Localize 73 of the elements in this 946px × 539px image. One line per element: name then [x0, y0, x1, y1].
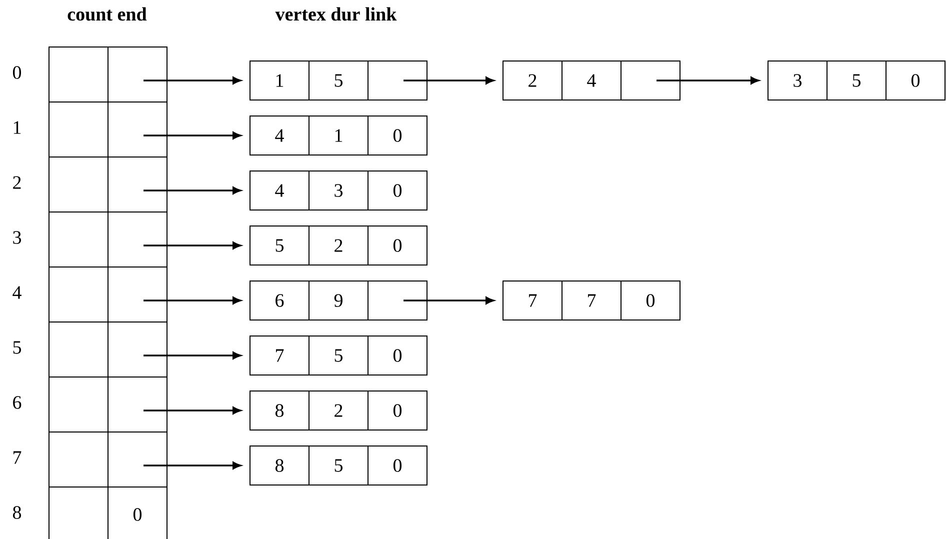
arrow: [144, 296, 241, 304]
row-index: 0: [12, 66, 22, 79]
record-cell: 7: [562, 280, 622, 320]
record-cell: 5: [308, 336, 368, 376]
record-cell: 5: [308, 446, 368, 486]
record-cell: 2: [502, 60, 562, 100]
record-cell: 0: [886, 60, 946, 100]
row-index: 3: [13, 231, 21, 244]
record-cell: [368, 60, 428, 100]
table-cell: [108, 322, 168, 378]
row-index: 1: [14, 121, 21, 134]
record-cell: 0: [620, 280, 680, 320]
record-cell: 5: [250, 226, 310, 266]
arrow: [144, 76, 241, 84]
record-cell: 4: [250, 170, 310, 210]
table-cell: [108, 212, 168, 268]
arrow: [404, 296, 494, 304]
arrow: [144, 186, 241, 194]
record-cell: 0: [368, 116, 428, 156]
record-cell: 4: [250, 116, 310, 156]
table-cell: [48, 156, 108, 212]
record-cell: 7: [250, 336, 310, 376]
arrow: [656, 76, 759, 84]
record-cell: 4: [562, 60, 622, 100]
record-cell: 0: [368, 226, 428, 266]
record-cell: 8: [250, 446, 310, 486]
column-header: vertex dur link: [275, 7, 397, 21]
record-cell: 5: [826, 60, 886, 100]
arrow: [144, 406, 241, 414]
record-cell: 0: [368, 446, 428, 486]
table-cell: [48, 486, 108, 539]
arrow: [144, 352, 241, 360]
table-cell: [48, 212, 108, 268]
table-cell: [48, 102, 108, 158]
record-cell: 3: [768, 60, 828, 100]
row-index: 4: [12, 286, 22, 299]
table-cell: [108, 102, 168, 158]
row-index: 8: [12, 506, 22, 519]
row-index: 2: [13, 176, 21, 189]
record-cell: 1: [250, 60, 310, 100]
table-cell: [108, 156, 168, 212]
record-cell: 2: [308, 226, 368, 266]
table-cell: [108, 266, 168, 322]
row-index: 7: [14, 451, 22, 464]
record-cell: [620, 60, 680, 100]
record-cell: 9: [308, 280, 368, 320]
arrow: [144, 132, 241, 140]
row-index: 5: [13, 341, 21, 354]
table-cell: [108, 432, 168, 488]
table-cell: [108, 376, 168, 432]
table-cell: [48, 432, 108, 488]
table-cell: [48, 46, 108, 102]
record-cell: 2: [308, 390, 368, 430]
record-cell: 0: [368, 170, 428, 210]
record-cell: 5: [308, 60, 368, 100]
record-cell: [368, 280, 428, 320]
arrow: [144, 242, 241, 250]
record-cell: 0: [368, 336, 428, 376]
table-cell: 0: [108, 486, 168, 539]
record-cell: 1: [308, 116, 368, 156]
record-cell: 3: [308, 170, 368, 210]
record-cell: 8: [250, 390, 310, 430]
record-cell: 0: [368, 390, 428, 430]
arrow: [404, 76, 494, 84]
record-cell: 6: [250, 280, 310, 320]
table-cell: [48, 322, 108, 378]
record-cell: 7: [502, 280, 562, 320]
column-header: count end: [68, 7, 147, 21]
table-cell: [108, 46, 168, 102]
table-cell: [48, 266, 108, 322]
row-index: 6: [13, 396, 22, 409]
arrow: [144, 462, 241, 470]
table-cell: [48, 376, 108, 432]
